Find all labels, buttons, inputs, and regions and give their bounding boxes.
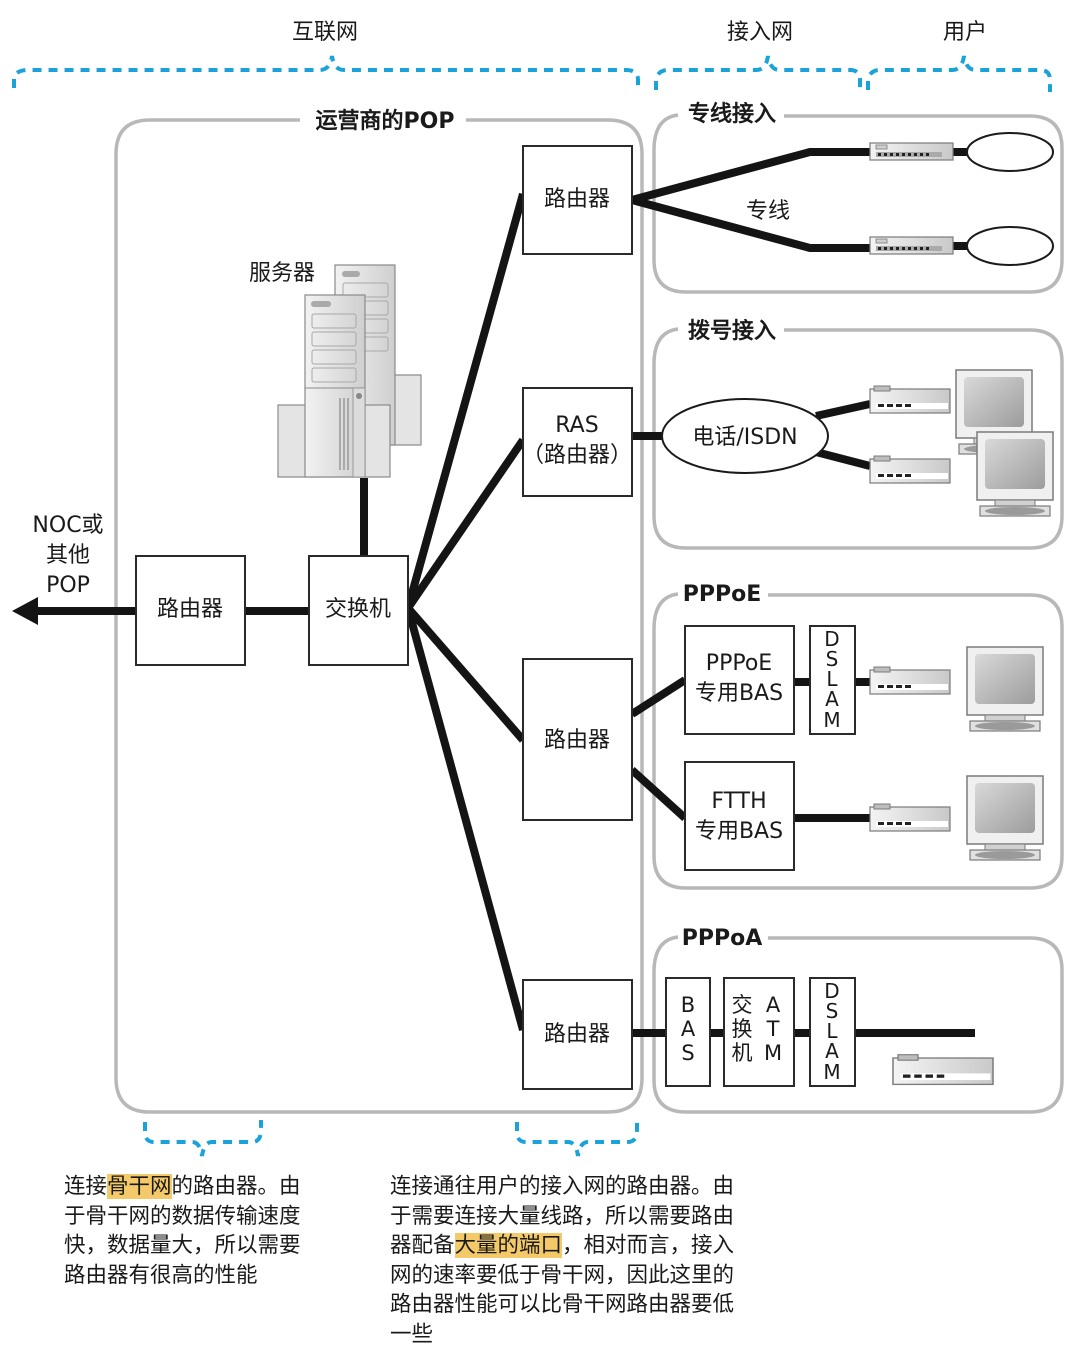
wire-switch-ras bbox=[404, 437, 527, 611]
leased-device-icon[interactable] bbox=[869, 236, 954, 255]
note-text: 的路由器。由 于骨干网的数据传输速度 快，数据量大，所以需要 路由器有很高的性能 bbox=[64, 1174, 301, 1288]
dialup-title: 拨号接入 bbox=[688, 319, 776, 344]
pppoe-dslam[interactable]: D S L A M bbox=[809, 625, 856, 735]
router-pppoe-label: 路由器 bbox=[544, 728, 610, 753]
phone-isdn-label: 电话/ISDN bbox=[692, 425, 797, 450]
wire-leased-1 bbox=[630, 148, 870, 204]
pppoe-title: PPPoE bbox=[683, 582, 762, 607]
modem-icon[interactable] bbox=[869, 455, 951, 484]
dslam-letter: L bbox=[826, 667, 838, 691]
atm-letter: M bbox=[764, 1041, 782, 1065]
wire-router-pppoe-bas bbox=[629, 676, 688, 718]
modem-icon[interactable] bbox=[892, 1053, 994, 1086]
phone-isdn-network[interactable]: 电话/ISDN bbox=[661, 398, 829, 474]
pop-title: 运营商的POP bbox=[316, 108, 455, 134]
dslam-letter: M bbox=[823, 708, 840, 732]
wire-switch-router-pppoe bbox=[404, 605, 527, 743]
section-label-user: 用户 bbox=[943, 20, 987, 45]
atm-switch-cn-char: 换 bbox=[732, 1017, 753, 1041]
atm-letter: A bbox=[766, 993, 781, 1017]
access-router-note: 连接通往用户的接入网的路由器。由 于需要连接大量线路，所以需要路由 器配备大量的… bbox=[390, 1172, 810, 1349]
bas-letter: S bbox=[681, 1041, 694, 1065]
section-label-internet: 互联网 bbox=[292, 20, 358, 45]
router-leased[interactable]: 路由器 bbox=[522, 145, 633, 255]
dslam-letter: D bbox=[824, 627, 839, 651]
modem-icon[interactable] bbox=[869, 666, 951, 695]
atm-letter: T bbox=[766, 1017, 780, 1041]
note-text: ，相对而言，接入 网的速率要低于骨干网，因此这里的 路由器性能可以比骨干网路由器… bbox=[390, 1233, 735, 1347]
core-router-label: 路由器 bbox=[157, 597, 223, 622]
router-pppoa[interactable]: 路由器 bbox=[522, 979, 633, 1090]
arrow-left-icon bbox=[12, 597, 38, 625]
dslam-letter: A bbox=[825, 1039, 839, 1063]
wire-leased-2 bbox=[630, 196, 870, 252]
note-highlight: 大量的端口 bbox=[454, 1233, 563, 1258]
computer-icon[interactable] bbox=[966, 646, 1044, 732]
note-highlight: 骨干网 bbox=[107, 1174, 172, 1199]
backbone-router-bracket bbox=[143, 1120, 263, 1157]
dslam-letter: S bbox=[826, 999, 839, 1023]
note-text: 连接通往用户的接入网的路由器。由 于需要连接大量线路，所以需要路由 器配备 bbox=[390, 1174, 735, 1258]
external-label-line1: NOC或 bbox=[32, 513, 103, 538]
wires bbox=[12, 148, 975, 1037]
server-icon[interactable] bbox=[277, 264, 422, 478]
dslam-letter: A bbox=[825, 687, 839, 711]
atm-switch-cn-char: 机 bbox=[732, 1041, 753, 1065]
user-network-ellipse bbox=[966, 132, 1054, 172]
ftth-bas-label: FTTH bbox=[711, 789, 766, 814]
pppoa-frame bbox=[652, 935, 1064, 1114]
internet-bracket bbox=[12, 55, 640, 92]
pppoa-dslam[interactable]: D S L A M bbox=[809, 977, 856, 1087]
ftth-bas[interactable]: FTTH 专用BAS bbox=[684, 761, 795, 871]
pop-frame bbox=[114, 118, 644, 1114]
modem-icon[interactable] bbox=[869, 385, 951, 414]
router-leased-label: 路由器 bbox=[544, 187, 610, 212]
access-router-bracket bbox=[515, 1120, 639, 1157]
pppoe-frame bbox=[652, 592, 1064, 890]
leased-line-title: 专线接入 bbox=[688, 101, 776, 127]
dslam-letter: L bbox=[826, 1019, 838, 1043]
ras-router[interactable]: RAS （路由器） bbox=[522, 387, 633, 497]
pppoa-title: PPPoA bbox=[682, 926, 763, 951]
dialup-frame bbox=[652, 327, 1064, 550]
dslam-letter: D bbox=[824, 979, 839, 1003]
pppoe-bas-label: PPPoE bbox=[706, 651, 772, 676]
access-network-bracket bbox=[654, 55, 862, 92]
bas-letter: A bbox=[681, 1017, 696, 1041]
user-network-ellipse bbox=[966, 226, 1054, 266]
leased-line-label: 专线 bbox=[746, 199, 790, 224]
pppoe-bas[interactable]: PPPoE 专用BAS bbox=[684, 625, 795, 735]
atm-switch-cn-char: 交 bbox=[732, 993, 753, 1017]
ras-label: RAS bbox=[555, 413, 598, 438]
external-label-line2: 其他 bbox=[46, 543, 90, 568]
computer-icon[interactable] bbox=[976, 431, 1054, 517]
section-label-access-network: 接入网 bbox=[727, 20, 793, 45]
wire-router-ftth-bas bbox=[629, 767, 688, 821]
wire-switch-router-pppoa bbox=[404, 606, 527, 1032]
switch[interactable]: 交换机 bbox=[308, 555, 409, 666]
pppoe-bas-sublabel: 专用BAS bbox=[695, 681, 783, 706]
server-label: 服务器 bbox=[249, 261, 315, 286]
wire-switch-router-leased bbox=[404, 192, 527, 610]
dslam-letter: M bbox=[823, 1060, 840, 1084]
ftth-bas-sublabel: 专用BAS bbox=[695, 819, 783, 844]
external-label-line3: POP bbox=[46, 573, 90, 598]
router-pppoa-label: 路由器 bbox=[544, 1022, 610, 1047]
router-pppoe[interactable]: 路由器 bbox=[522, 658, 633, 821]
atm-switch[interactable]: 交 换 机 A T M bbox=[723, 977, 795, 1087]
modem-icon[interactable] bbox=[869, 803, 951, 832]
user-bracket bbox=[866, 55, 1052, 92]
dslam-letter: S bbox=[826, 647, 839, 671]
core-router[interactable]: 路由器 bbox=[135, 555, 246, 666]
backbone-router-note: 连接骨干网的路由器。由 于骨干网的数据传输速度 快，数据量大，所以需要 路由器有… bbox=[64, 1172, 364, 1290]
ras-sublabel: （路由器） bbox=[522, 443, 632, 468]
bas-letter: B bbox=[681, 993, 695, 1017]
leased-line-frame bbox=[652, 113, 1064, 294]
pppoa-bas[interactable]: B A S bbox=[665, 977, 711, 1087]
note-text: 连接 bbox=[64, 1174, 108, 1199]
switch-label: 交换机 bbox=[325, 597, 391, 622]
computer-icon[interactable] bbox=[966, 775, 1044, 861]
leased-device-icon[interactable] bbox=[869, 142, 954, 161]
